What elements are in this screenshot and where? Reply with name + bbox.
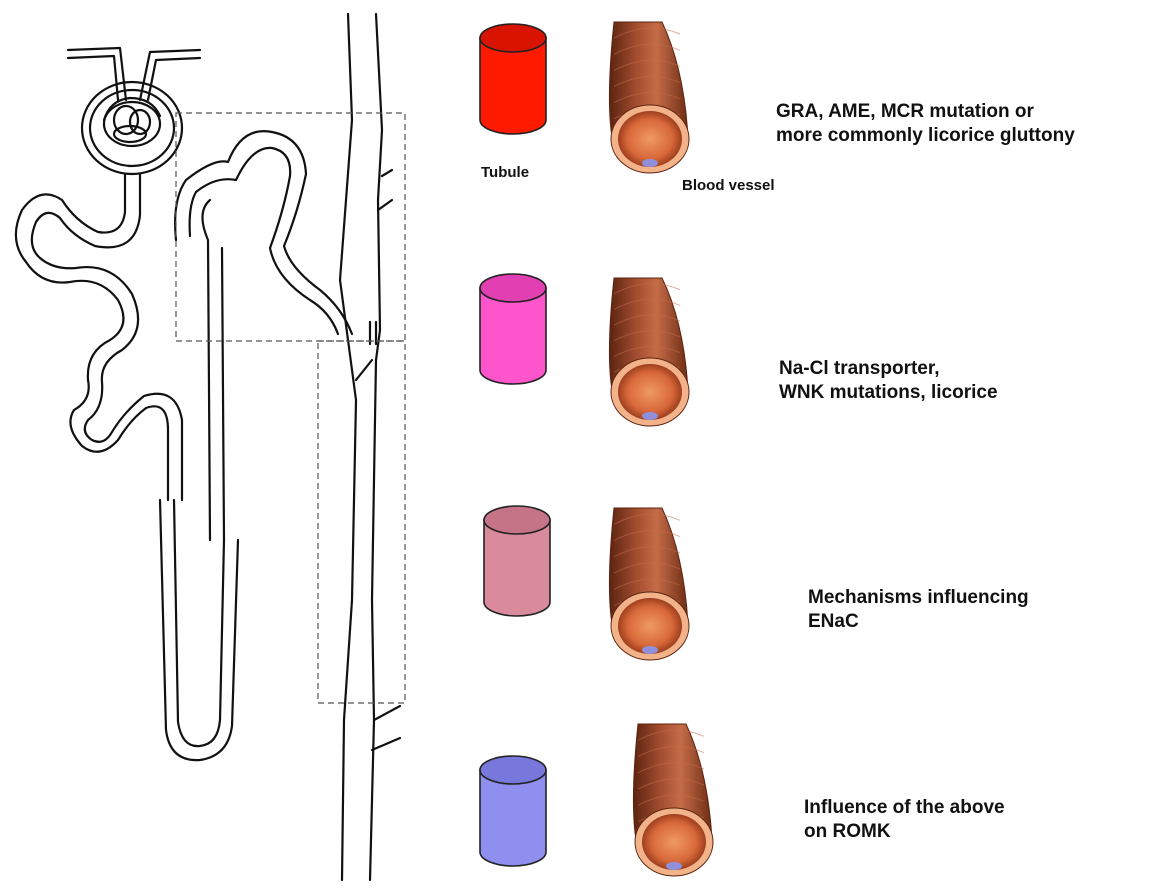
- dashed-regions: [176, 113, 405, 703]
- blood-vessel-4: [633, 724, 713, 876]
- dashed-box-lower: [318, 341, 405, 703]
- row-1-line-2: more commonly licorice gluttony: [776, 124, 1075, 148]
- loop-of-henle-outer: [160, 500, 238, 760]
- row-4-description: Influence of the above on ROMK: [804, 796, 1005, 845]
- blood-vessel-label: Blood vessel: [682, 176, 775, 195]
- thick-ascending: [202, 200, 224, 540]
- proximal-tubule-outer: [16, 174, 168, 500]
- loop-of-henle-inner: [174, 500, 224, 746]
- row-1-description: GRA, AME, MCR mutation or more commonly …: [776, 100, 1075, 149]
- tubule-cylinder-4: [480, 756, 546, 866]
- tubule-label: Tubule: [481, 163, 529, 182]
- row-3-line-2: ENaC: [808, 610, 1029, 634]
- blood-vessel-2: [609, 278, 689, 426]
- row-3-description: Mechanisms influencing ENaC: [808, 586, 1029, 635]
- row-1-line-1: GRA, AME, MCR mutation or: [776, 100, 1075, 124]
- row-4-line-1: Influence of the above: [804, 796, 1005, 820]
- tubule-cylinder-2: [480, 274, 546, 384]
- tubule-cylinder-1: [480, 24, 546, 134]
- row-4-line-2: on ROMK: [804, 820, 1005, 844]
- row-2-line-2: WNK mutations, licorice: [779, 381, 998, 405]
- glomerulus-tuft: [104, 98, 160, 146]
- row-3-line-1: Mechanisms influencing: [808, 586, 1029, 610]
- blood-vessel-3: [609, 508, 689, 660]
- nephron: [16, 14, 400, 880]
- duct-branch-3: [372, 706, 400, 750]
- tubule-cylinders: [480, 24, 550, 866]
- blood-vessel-1: [609, 22, 689, 173]
- row-2-description: Na-Cl transporter, WNK mutations, licori…: [779, 357, 998, 406]
- distal-tubule-inner: [190, 148, 338, 334]
- blood-vessels: [609, 22, 713, 876]
- tubule-cylinder-3: [484, 506, 550, 616]
- row-2-line-1: Na-Cl transporter,: [779, 357, 998, 381]
- proximal-tubule-inner: [32, 174, 182, 500]
- duct-branch-2: [356, 360, 372, 380]
- distal-tubule-outer: [175, 131, 352, 334]
- collecting-duct-left: [340, 14, 356, 880]
